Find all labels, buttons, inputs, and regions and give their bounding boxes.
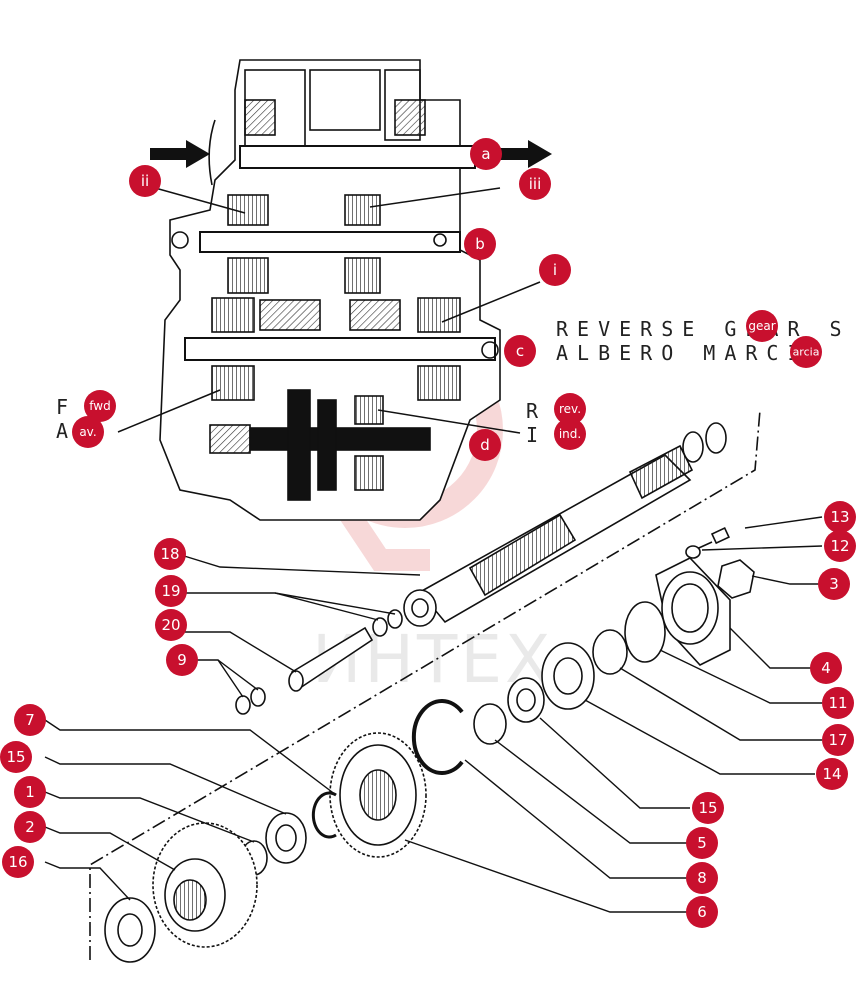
callout-i[interactable]: i xyxy=(539,254,571,286)
part-15-lower-bearing xyxy=(265,812,307,864)
gearbox-cross-section xyxy=(159,59,501,521)
callout-17[interactable]: 17 xyxy=(822,724,854,756)
callout-18[interactable]: 18 xyxy=(154,538,186,570)
svg-text:c: c xyxy=(516,342,524,360)
svg-text:rev.: rev. xyxy=(559,402,581,416)
svg-text:a: a xyxy=(481,145,490,163)
callouts: a b c d i ii iii gear arcia fwd av. rev.… xyxy=(0,138,856,928)
svg-text:3: 3 xyxy=(829,575,839,593)
callout-6[interactable]: 6 xyxy=(686,896,718,928)
svg-text:16: 16 xyxy=(8,853,27,871)
svg-text:20: 20 xyxy=(161,616,180,634)
part-17-bushing xyxy=(592,629,628,675)
svg-text:4: 4 xyxy=(821,659,831,677)
svg-text:fwd: fwd xyxy=(89,399,110,413)
callout-12[interactable]: 12 xyxy=(824,530,856,562)
callout-ind[interactable]: ind. xyxy=(554,418,586,450)
flow-arrow-out xyxy=(500,140,552,168)
svg-text:ii: ii xyxy=(141,172,149,190)
svg-text:6: 6 xyxy=(697,903,707,921)
label-reverse-gear-en: REVERSE GEAR S xyxy=(556,317,851,341)
callout-b[interactable]: b xyxy=(464,228,496,260)
callout-d[interactable]: d xyxy=(469,429,501,461)
callout-arcia[interactable]: arcia xyxy=(790,336,822,368)
callout-ii[interactable]: ii xyxy=(129,165,161,197)
callout-14[interactable]: 14 xyxy=(816,758,848,790)
part-5-sleeve xyxy=(473,703,507,745)
callout-4[interactable]: 4 xyxy=(810,652,842,684)
callout-15-lower[interactable]: 15 xyxy=(0,741,32,773)
svg-text:9: 9 xyxy=(177,651,187,669)
part-7-circlip xyxy=(311,791,337,839)
svg-text:19: 19 xyxy=(161,582,180,600)
flow-arrow-in xyxy=(150,140,210,168)
callout-15-upper[interactable]: 15 xyxy=(692,792,724,824)
part-3-nut xyxy=(717,559,755,599)
callout-c[interactable]: c xyxy=(504,335,536,367)
callout-11[interactable]: 11 xyxy=(822,687,854,719)
svg-text:18: 18 xyxy=(160,545,179,563)
callout-1[interactable]: 1 xyxy=(14,776,46,808)
part-4-flange xyxy=(655,557,731,666)
svg-text:12: 12 xyxy=(830,537,849,555)
svg-text:11: 11 xyxy=(828,694,847,712)
part-2-gear xyxy=(152,822,258,948)
svg-text:13: 13 xyxy=(830,508,849,526)
label-reverse-gear-it: ALBERO MARCIA xyxy=(556,341,830,365)
callout-13[interactable]: 13 xyxy=(824,501,856,533)
callout-3[interactable]: 3 xyxy=(818,568,850,600)
svg-text:5: 5 xyxy=(697,834,707,852)
svg-text:gear: gear xyxy=(748,319,775,333)
callout-16[interactable]: 16 xyxy=(2,846,34,878)
callout-19[interactable]: 19 xyxy=(155,575,187,607)
callout-gear[interactable]: gear xyxy=(746,310,778,342)
svg-text:b: b xyxy=(475,235,485,253)
label-fwd-it: A xyxy=(56,419,77,443)
callout-8[interactable]: 8 xyxy=(686,862,718,894)
svg-text:8: 8 xyxy=(697,869,707,887)
svg-text:15: 15 xyxy=(698,799,717,817)
svg-text:av.: av. xyxy=(79,425,96,439)
exploded-parts xyxy=(89,409,761,963)
part-6-gear xyxy=(329,732,427,858)
callout-5[interactable]: 5 xyxy=(686,827,718,859)
svg-text:ind.: ind. xyxy=(559,427,581,441)
svg-text:i: i xyxy=(553,261,557,279)
part-18-shaft xyxy=(403,444,694,627)
part-11-ring xyxy=(624,601,666,663)
callout-7[interactable]: 7 xyxy=(14,704,46,736)
callout-20[interactable]: 20 xyxy=(155,609,187,641)
svg-text:14: 14 xyxy=(822,765,841,783)
svg-text:2: 2 xyxy=(25,818,35,836)
svg-text:17: 17 xyxy=(828,731,847,749)
part-16-bearing xyxy=(104,897,156,963)
part-8-circlip xyxy=(411,699,464,775)
svg-text:arcia: arcia xyxy=(793,346,820,359)
part-14-bearing xyxy=(541,642,595,710)
callout-2[interactable]: 2 xyxy=(14,811,46,843)
leader-lines-top xyxy=(117,185,541,434)
watermark-text: ИНТЕХ xyxy=(312,621,553,698)
callout-iii[interactable]: iii xyxy=(519,168,551,200)
callout-av[interactable]: av. xyxy=(72,416,104,448)
svg-text:7: 7 xyxy=(25,711,35,729)
callout-9[interactable]: 9 xyxy=(166,644,198,676)
part-15-upper-bearing xyxy=(507,677,545,723)
part-20-pin xyxy=(288,626,374,692)
callout-rev[interactable]: rev. xyxy=(554,393,586,425)
svg-text:15: 15 xyxy=(6,748,25,766)
leader-lines-bottom xyxy=(44,516,823,913)
callout-fwd[interactable]: fwd xyxy=(84,390,116,422)
callout-a[interactable]: a xyxy=(470,138,502,170)
svg-text:d: d xyxy=(480,436,490,454)
part-12-washer xyxy=(685,545,701,559)
label-rev-it: I xyxy=(526,423,547,447)
svg-text:iii: iii xyxy=(529,175,542,193)
svg-text:1: 1 xyxy=(25,783,35,801)
